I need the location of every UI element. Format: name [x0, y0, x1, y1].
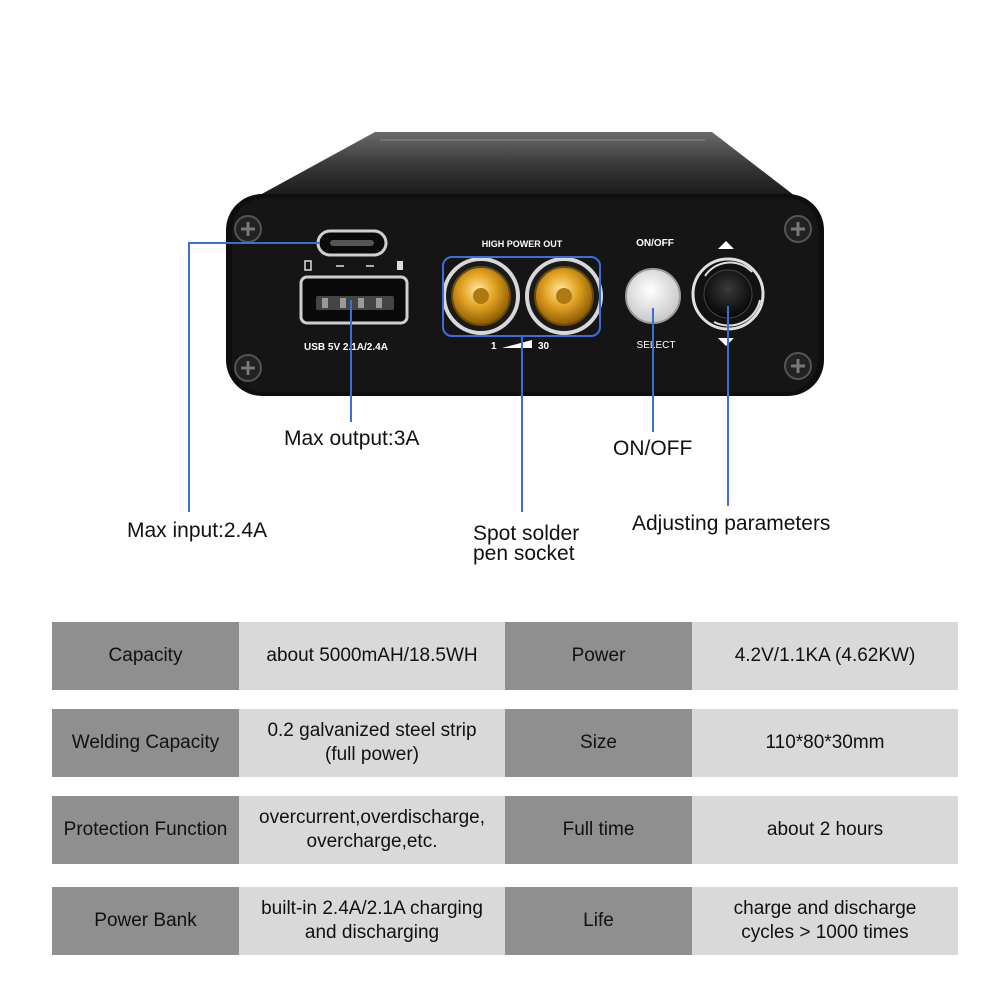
spec-value: 4.2V/1.1KA (4.62KW) — [692, 622, 958, 690]
spot-solder-callout: Spot solder pen socket — [473, 522, 580, 565]
arrow-down-icon — [718, 338, 734, 346]
pen-socket-right — [525, 257, 603, 335]
spec-key: Power Bank — [52, 887, 239, 955]
scale-min-label: 1 — [491, 341, 497, 352]
callout-lines — [188, 242, 729, 512]
spec-value: overcurrent,overdischarge, overcharge,et… — [239, 796, 505, 864]
usb-a-port — [299, 275, 409, 325]
spec-key: Size — [505, 709, 692, 777]
spec-row: Capacity about 5000mAH/18.5WH Power 4.2V… — [52, 622, 958, 690]
spec-key: Full time — [505, 796, 692, 864]
spec-key: Protection Function — [52, 796, 239, 864]
spec-key: Capacity — [52, 622, 239, 690]
spec-key: Welding Capacity — [52, 709, 239, 777]
arrow-up-icon — [718, 241, 734, 249]
high-power-out-label: HIGH POWER OUT — [482, 239, 563, 249]
spec-key: Life — [505, 887, 692, 955]
scale-max-label: 30 — [538, 341, 550, 352]
screw-icon — [234, 215, 262, 243]
battery-icon — [304, 260, 312, 271]
screw-icon — [784, 352, 812, 380]
on-off-callout: ON/OFF — [613, 437, 693, 460]
max-input-callout: Max input:2.4A — [127, 519, 268, 542]
adjusting-parameters-callout: Adjusting parameters — [632, 512, 831, 535]
spec-value: 110*80*30mm — [692, 709, 958, 777]
spec-value: built-in 2.4A/2.1A charging and discharg… — [239, 887, 505, 955]
spec-value: about 5000mAH/18.5WH — [239, 622, 505, 690]
adjust-knob[interactable] — [691, 257, 765, 331]
spec-value: 0.2 galvanized steel strip (full power) — [239, 709, 505, 777]
spec-value: about 2 hours — [692, 796, 958, 864]
scale-wedge-icon — [502, 340, 532, 348]
on-off-panel-label: ON/OFF — [636, 238, 674, 249]
screw-icon — [784, 215, 812, 243]
spec-value: charge and discharge cycles > 1000 times — [692, 887, 958, 955]
usb-panel-label: USB 5V 2.1A/2.4A — [304, 342, 388, 353]
pen-socket-left — [442, 257, 520, 335]
max-output-callout: Max output:3A — [284, 427, 420, 450]
spot-welder-device: USB 5V 2.1A/2.4A HIGH POWER OUT 1 30 ON/… — [188, 132, 824, 512]
device-top-surface — [258, 132, 795, 196]
select-panel-label: SELECT — [637, 340, 676, 351]
battery-full-icon — [397, 261, 403, 270]
spec-key: Power — [505, 622, 692, 690]
spec-row: Welding Capacity 0.2 galvanized steel st… — [52, 709, 958, 777]
screw-icon — [234, 354, 262, 382]
usb-c-port — [316, 229, 388, 257]
spec-row: Power Bank built-in 2.4A/2.1A charging a… — [52, 887, 958, 955]
spec-row: Protection Function overcurrent,overdisc… — [52, 796, 958, 864]
product-illustration: USB 5V 2.1A/2.4A HIGH POWER OUT 1 30 ON/… — [127, 132, 831, 565]
